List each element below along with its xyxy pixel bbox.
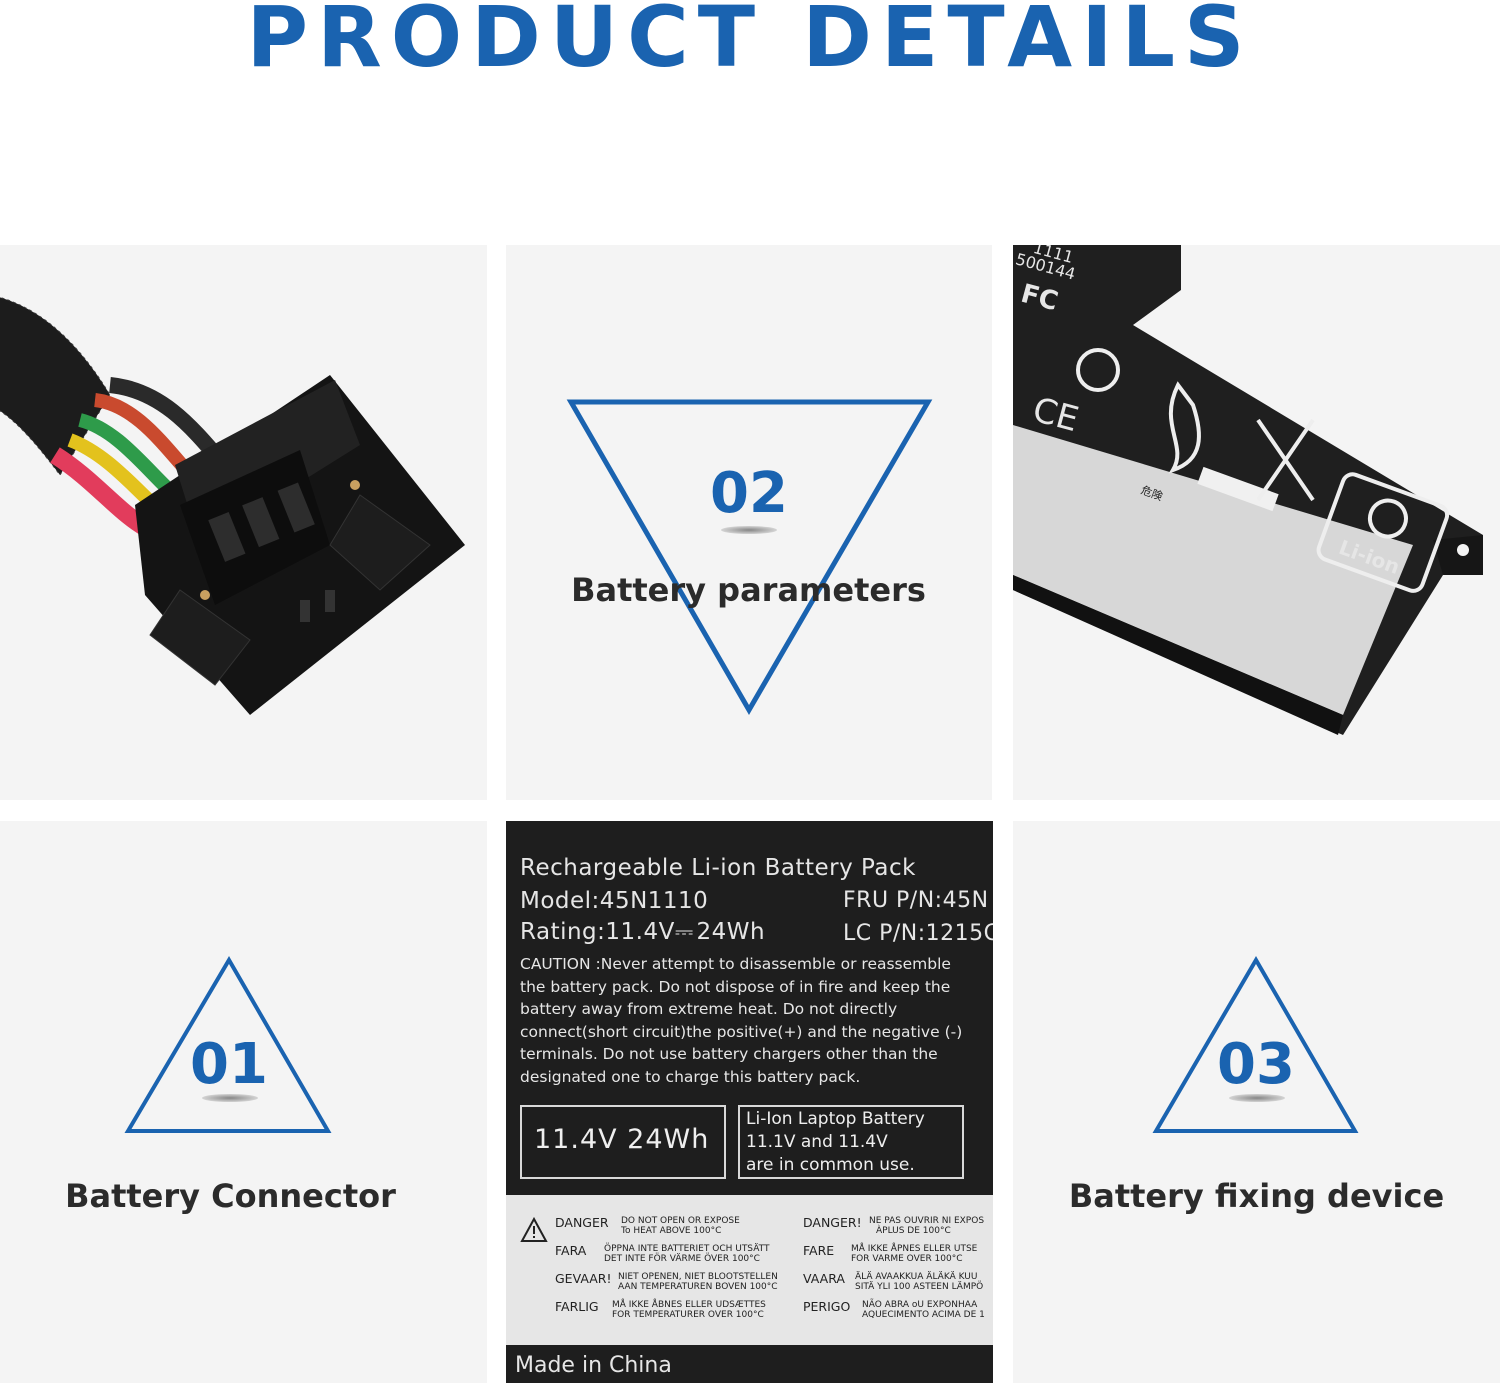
label-heading: Rechargeable Li-ion Battery Pack (520, 855, 916, 881)
feature-caption: Battery parameters (571, 571, 926, 609)
number-shadow (1229, 1094, 1285, 1102)
feature-panel-03: 03 Battery fixing device (1013, 821, 1500, 1383)
label-model: Model:45N1110 (520, 888, 709, 914)
triangle-icon (1152, 956, 1359, 1133)
number-shadow (202, 1094, 258, 1102)
feature-caption: Battery Connector (65, 1177, 396, 1215)
battery-markings-photo: 1111 500144 FC CE Li-ion 危険 (1013, 245, 1500, 800)
warning-icon (520, 1217, 548, 1242)
feature-panel-02: 02 Battery parameters (506, 245, 992, 800)
feature-number: 02 (710, 461, 788, 526)
label-caution: CAUTION :Never attempt to disassemble or… (520, 955, 963, 1086)
label-fru: FRU P/N:45N (843, 888, 989, 913)
battery-label-photo: Rechargeable Li-ion Battery Pack Model:4… (506, 821, 993, 1383)
connector-photo (0, 245, 487, 800)
warning-strip: DANGER DO NOT OPEN OR EXPOSE To HEAT ABO… (506, 1195, 993, 1345)
feature-number: 03 (1217, 1032, 1295, 1097)
label-lc: LC P/N:1215C (843, 921, 993, 946)
feature-number: 01 (190, 1032, 268, 1097)
triangle-icon (566, 399, 933, 715)
info-box: Li-Ion Laptop Battery 11.1V and 11.4V ar… (738, 1105, 964, 1179)
number-shadow (721, 526, 777, 534)
label-rating: Rating:11.4V⎓ 24Wh (520, 919, 766, 945)
feature-caption: Battery fixing device (1068, 1177, 1445, 1215)
feature-panel-01: 01 Battery Connector (0, 821, 487, 1383)
spec-box: 11.4V 24Wh (520, 1105, 726, 1179)
page-title: PRODUCT DETAILS (246, 0, 1254, 86)
triangle-icon (124, 956, 332, 1133)
made-in: Made in China (515, 1353, 672, 1378)
